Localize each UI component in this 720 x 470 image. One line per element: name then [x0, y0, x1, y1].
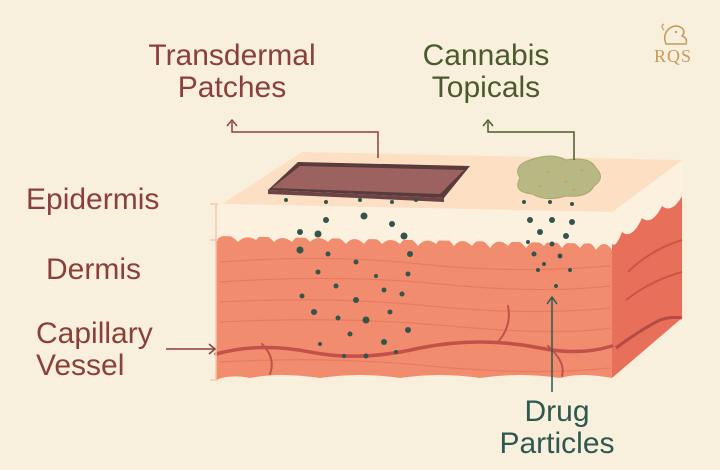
drug-particles-label: Drug Particles	[482, 396, 632, 460]
topicals-arrowhead	[482, 118, 494, 127]
epidermis-layer	[216, 204, 612, 250]
dermis-fibres	[219, 257, 611, 373]
capillary-arrowhead	[208, 343, 217, 355]
transdermal-patches-line-1: Transdermal	[148, 39, 316, 72]
rqs-logo-text: RQS	[653, 46, 692, 66]
capillary-vessel-line-1: Capillary	[36, 317, 153, 350]
cannabis-topicals-label: Cannabis Topicals	[396, 40, 576, 104]
transdermal-patches-label: Transdermal Patches	[132, 40, 332, 104]
capillary-vessel	[214, 305, 614, 377]
topical-specks	[538, 168, 584, 192]
transdermal-patches-line-2: Patches	[177, 71, 287, 104]
cannabis-topical-blob	[517, 155, 601, 200]
transdermal-patch	[268, 162, 470, 202]
capillary-vessel-label: Capillary Vessel	[36, 318, 153, 382]
drug-particles-line-2: Particles	[499, 427, 615, 460]
capillary-vessel-line-2: Vessel	[36, 349, 125, 382]
lion-icon	[661, 23, 688, 45]
cannabis-topicals-line-2: Topicals	[431, 71, 541, 104]
layer-bracket	[210, 203, 218, 381]
skin-side-face	[612, 160, 683, 378]
topical-drug-particles	[522, 200, 575, 288]
drug-particles-arrowhead	[546, 295, 558, 305]
patches-leader-line	[231, 122, 379, 158]
cannabis-topicals-line-1: Cannabis	[422, 39, 550, 72]
patch-drug-particles	[284, 198, 418, 359]
drug-particles-line-1: Drug	[524, 395, 590, 428]
dermis-label: Dermis	[46, 253, 141, 286]
epidermis-label: Epidermis	[26, 183, 160, 216]
topicals-leader-line	[487, 122, 575, 160]
rqs-logo: RQS	[640, 22, 706, 70]
patches-arrowhead	[226, 118, 238, 127]
